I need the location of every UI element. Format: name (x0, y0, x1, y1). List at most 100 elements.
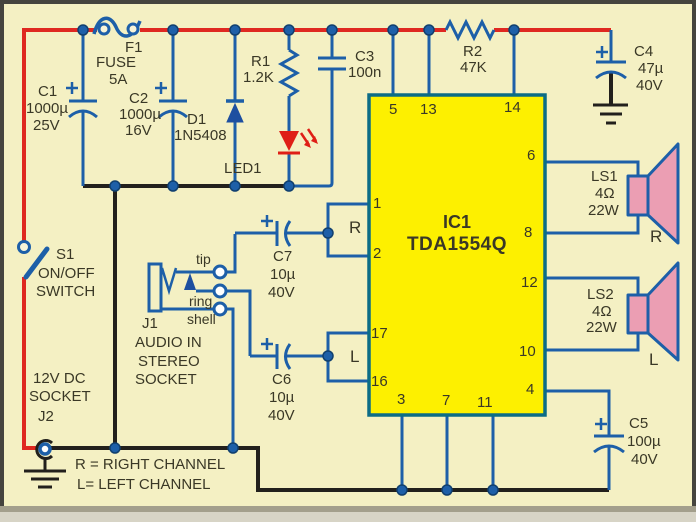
ic1-part: TDA1554Q (406, 234, 508, 255)
jack-j1-symbol (147, 262, 228, 317)
c7-voltage: 40V (268, 284, 295, 301)
ic1-pin-4: 4 (526, 381, 535, 398)
pin8-wire (545, 215, 640, 235)
ic1-pin-3: 3 (397, 391, 406, 408)
c1-value: 1000µ (26, 100, 69, 117)
ic1-pin-12: 12 (521, 274, 538, 291)
ls1-power: 22W (588, 202, 619, 219)
ground-symbol-c4 (593, 103, 628, 125)
speaker-ls2-symbol (626, 261, 680, 362)
j1-tip-label: tip (196, 251, 211, 267)
led1-ref: LED1 (224, 160, 262, 177)
pin6-wire (545, 160, 640, 176)
capacitor-c1-symbol (66, 82, 98, 119)
c4-ref: C4 (634, 43, 654, 60)
frame-border-left (0, 0, 4, 512)
j2-desc-1: 12V DC (33, 370, 86, 387)
r1-value: 1.2K (243, 69, 274, 86)
led1-symbol (278, 128, 318, 155)
c1-ref: C1 (38, 83, 58, 100)
dc-socket-j2-symbol (35, 439, 54, 460)
c4-voltage: 40V (636, 77, 663, 94)
jack-ring-terminal (212, 283, 228, 299)
ls2-power: 22W (586, 319, 617, 336)
ic1-pin-6: 6 (527, 147, 536, 164)
ic1-body (367, 93, 547, 417)
d1-part: 1N5408 (174, 127, 227, 144)
j1-ref: J1 (142, 315, 158, 332)
j1-shell-label: shell (187, 311, 216, 327)
d1-ref: D1 (187, 111, 207, 128)
capacitor-c5-symbol (593, 418, 625, 454)
c3-bottom-lead (292, 69, 334, 188)
c7-ref: C7 (273, 248, 293, 265)
r2-value: 47K (460, 59, 487, 76)
j2-desc-2: SOCKET (29, 388, 91, 405)
c2-value: 1000µ (119, 106, 162, 123)
right-input-label: R (349, 218, 362, 237)
ic1-pin-17: 17 (371, 325, 388, 342)
fuse-f1-symbol (92, 16, 142, 38)
j1-desc-1: AUDIO IN (135, 334, 202, 351)
resistor-r1-symbol (277, 48, 301, 98)
s1-desc-1: ON/OFF (38, 265, 95, 282)
left-input-label: L (350, 347, 360, 366)
ic1-pin-10: 10 (519, 343, 536, 360)
pin17-pin16-loop (326, 331, 368, 383)
blue-wires (81, 30, 640, 490)
s1-ref: S1 (56, 246, 75, 263)
jack-tip-terminal (212, 264, 228, 280)
s1-desc-2: SWITCH (36, 283, 96, 300)
shell-to-ground-wire (226, 307, 235, 448)
pin1-pin2-loop (326, 202, 368, 258)
ls2-ref: LS2 (587, 286, 614, 303)
ls1-ref: LS1 (591, 168, 618, 185)
c6-value: 10µ (269, 389, 295, 406)
c5-ref: C5 (629, 415, 649, 432)
legend-left-channel: L= LEFT CHANNEL (77, 476, 211, 493)
c7-value: 10µ (270, 266, 296, 283)
ring-to-c6-wire (226, 289, 252, 356)
ls2-channel: L (649, 350, 659, 369)
j1-desc-2: STEREO (138, 353, 200, 370)
ic1-pin-7: 7 (442, 392, 451, 409)
c2-ref: C2 (129, 90, 149, 107)
ic1-pin-11: 11 (477, 394, 493, 411)
ls2-impedance: 4Ω (592, 303, 612, 320)
frame-border-right (692, 0, 696, 512)
c1-plus-mark (66, 82, 78, 94)
junction-dots (77, 24, 520, 496)
capacitor-c6-symbol (261, 338, 292, 370)
capacitor-c7-symbol (261, 215, 292, 247)
c5-plus-mark (595, 418, 607, 430)
c3-ref: C3 (355, 48, 375, 65)
c6-voltage: 40V (268, 407, 295, 424)
c7-plus-mark (261, 215, 273, 227)
ground-bus-bottom (50, 446, 609, 492)
c5-value: 100µ (627, 433, 661, 450)
j1-desc-3: SOCKET (135, 371, 197, 388)
diode-d1-symbol (226, 99, 244, 123)
frame-border-top (0, 0, 696, 4)
pin12-wire (545, 276, 640, 295)
c2-voltage: 16V (125, 122, 152, 139)
c5-voltage: 40V (631, 451, 658, 468)
ic1-pin-16: 16 (371, 373, 388, 390)
f1-rating: 5A (109, 71, 128, 88)
ic1-pin-1: 1 (373, 195, 382, 212)
switch-s1-symbol (17, 240, 50, 280)
jack-v-contact (160, 267, 178, 296)
r1-ref: R1 (251, 53, 271, 70)
c3-value: 100n (348, 64, 382, 81)
tip-to-c7-wire (226, 234, 237, 274)
c6-ref: C6 (272, 371, 292, 388)
c4-value: 47µ (638, 60, 664, 77)
ground-symbol-j2 (24, 457, 66, 489)
pin10-wire (545, 333, 640, 352)
ic1-pin-2: 2 (373, 245, 382, 262)
ic1-pin-14: 14 (504, 99, 521, 116)
ls1-impedance: 4Ω (595, 185, 615, 202)
ic1-pin-8: 8 (524, 224, 533, 241)
